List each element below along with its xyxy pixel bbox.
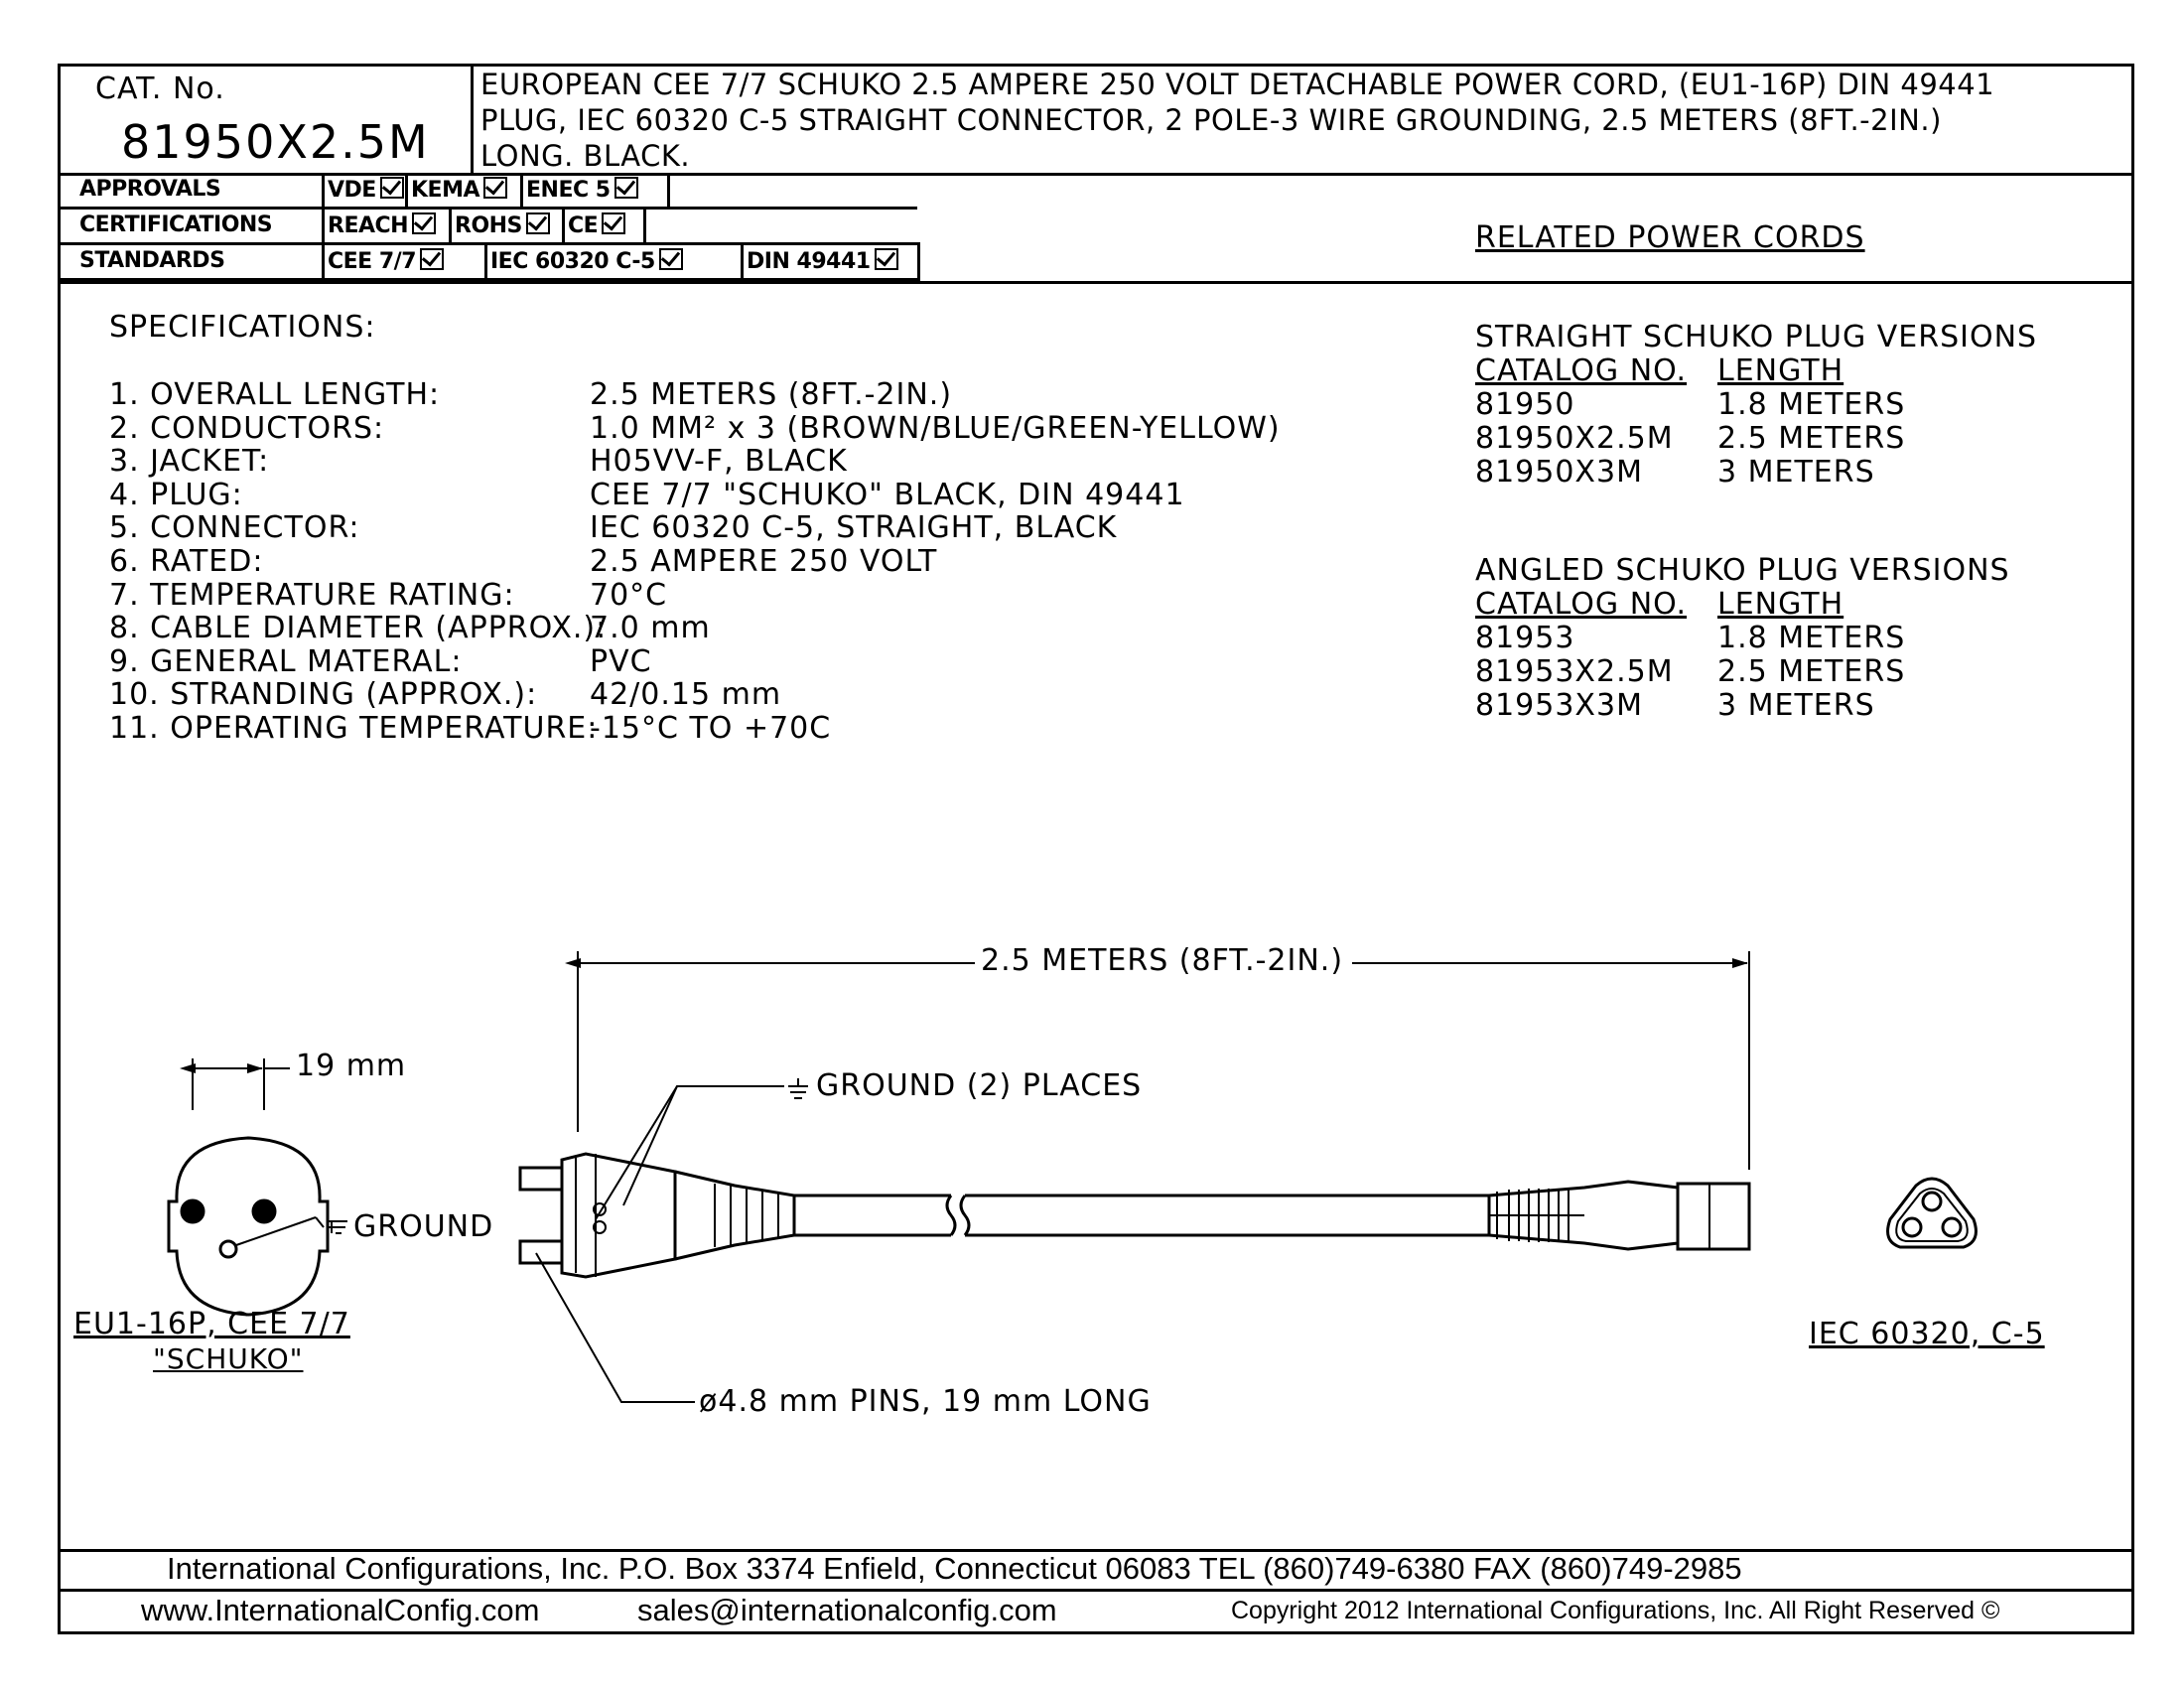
website-link[interactable]: www.InternationalConfig.com: [141, 1593, 540, 1627]
checkbox-icon: [412, 212, 437, 234]
related-col-length: LENGTH: [1717, 353, 1844, 388]
description-line-1: EUROPEAN CEE 7/7 SCHUKO 2.5 AMPERE 250 V…: [480, 68, 1995, 101]
spec-label: 5. CONNECTOR:: [109, 510, 360, 545]
ground-icon: [328, 1220, 347, 1234]
leader-lines: [535, 1085, 784, 1403]
plug-caption-1: EU1-16P, CEE 7/7: [73, 1307, 350, 1341]
std-din: DIN 49441: [747, 248, 898, 274]
related-col-catalog: CATALOG NO.: [1475, 586, 1688, 622]
spec-value: 2.5 METERS (8FT.-2IN.): [590, 377, 953, 412]
cert-ce: CE: [568, 212, 626, 238]
spec-value: 1.0 MM² x 3 (BROWN/BLUE/GREEN-YELLOW): [590, 411, 1281, 446]
spec-label: 2. CONDUCTORS:: [109, 411, 385, 446]
approval-enec: ENEC 5: [526, 177, 638, 203]
drawing-sheet: [58, 64, 2134, 1634]
footer-divider-2: [58, 1589, 2134, 1592]
c5-connector-face: [1886, 1177, 1978, 1249]
related-length: 2.5 METERS: [1717, 421, 1906, 456]
spec-label: 11. OPERATING TEMPERATURE:: [109, 711, 599, 746]
related-catalog-no: 81950X2.5M: [1475, 421, 1674, 456]
specs-title: SPECIFICATIONS:: [109, 310, 376, 345]
ground-places-icon: [788, 1078, 808, 1099]
description-line-2: PLUG, IEC 60320 C-5 STRAIGHT CONNECTOR, …: [480, 103, 1942, 137]
plug-caption-2: "SCHUKO": [153, 1342, 304, 1375]
spec-label: 3. JACKET:: [109, 444, 270, 479]
checkbox-icon: [525, 212, 550, 234]
connector-caption: IEC 60320, C-5: [1809, 1317, 2045, 1351]
schuko-plug-face: [167, 1058, 330, 1317]
spec-label: 1. OVERALL LENGTH:: [109, 377, 441, 412]
cert-reach: REACH: [328, 212, 437, 238]
related-catalog-no: 81953X2.5M: [1475, 653, 1674, 689]
related-length: 3 METERS: [1717, 455, 1875, 490]
spec-value: 42/0.15 mm: [590, 677, 782, 712]
spec-label: 8. CABLE DIAMETER (APPROX.):: [109, 611, 608, 645]
compliance-bottom-rule: [58, 281, 2134, 284]
related-length: 3 METERS: [1717, 687, 1875, 723]
ground-label: GROUND: [353, 1209, 494, 1244]
length-label: 2.5 METERS (8FT.-2IN.): [977, 943, 1348, 978]
related-group-heading: ANGLED SCHUKO PLUG VERSIONS: [1475, 552, 2010, 588]
related-catalog-no: 81953X3M: [1475, 687, 1643, 723]
schuko-plug-side: [518, 1152, 796, 1279]
footer-divider: [58, 1549, 2134, 1552]
spec-value: 2.5 AMPERE 250 VOLT: [590, 544, 938, 579]
spec-value: -15°C TO +70C: [590, 711, 832, 746]
spec-value: H05VV-F, BLACK: [590, 444, 848, 479]
certifications-label: CERTIFICATIONS: [79, 212, 273, 237]
related-title: RELATED POWER CORDS: [1475, 220, 1865, 255]
approvals-label: APPROVALS: [79, 177, 221, 202]
related-length: 2.5 METERS: [1717, 653, 1906, 689]
spec-value: IEC 60320 C-5, STRAIGHT, BLACK: [590, 510, 1118, 545]
spec-label: 9. GENERAL MATERAL:: [109, 644, 463, 679]
related-length: 1.8 METERS: [1717, 387, 1906, 422]
checkbox-icon: [602, 212, 626, 234]
compliance-table: APPROVALS CERTIFICATIONS STANDARDS VDE K…: [58, 173, 920, 284]
spec-value: CEE 7/7 "SCHUKO" BLACK, DIN 49441: [590, 478, 1185, 512]
c5-connector-side: [1487, 1180, 1751, 1251]
checkbox-icon: [483, 177, 507, 199]
related-group-heading: STRAIGHT SCHUKO PLUG VERSIONS: [1475, 320, 2038, 354]
standards-label: STANDARDS: [79, 248, 225, 273]
pins-label: ø4.8 mm PINS, 19 mm LONG: [699, 1384, 1152, 1419]
cat-label: CAT. No.: [95, 71, 225, 106]
related-catalog-no: 81950X3M: [1475, 455, 1643, 490]
related-catalog-no: 81953: [1475, 620, 1575, 655]
checkbox-icon: [614, 177, 638, 199]
spec-label: 7. TEMPERATURE RATING:: [109, 578, 515, 613]
spec-label: 10. STRANDING (APPROX.):: [109, 677, 538, 712]
cord-drawing: [167, 951, 1978, 1403]
related-col-length: LENGTH: [1717, 586, 1844, 622]
spec-label: 6. RATED:: [109, 544, 264, 579]
related-col-catalog: CATALOG NO.: [1475, 353, 1688, 388]
approval-vde: VDE: [328, 177, 404, 203]
spec-value: PVC: [590, 644, 652, 679]
approval-kema: KEMA: [411, 177, 507, 203]
cat-number: 81950X2.5M: [121, 115, 430, 169]
description-line-3: LONG. BLACK.: [480, 139, 691, 173]
copyright: Copyright 2012 International Configurati…: [1231, 1597, 2000, 1624]
ground-places-label: GROUND (2) PLACES: [816, 1068, 1143, 1103]
spec-value: 7.0 mm: [590, 611, 711, 645]
checkbox-icon: [420, 248, 445, 270]
spec-value: 70°C: [590, 578, 668, 613]
std-cee: CEE 7/7: [328, 248, 445, 274]
header-col-divider: [471, 64, 474, 175]
cert-rohs: ROHS: [455, 212, 550, 238]
checkbox-icon: [379, 177, 404, 199]
company-info: International Configurations, Inc. P.O. …: [167, 1551, 1742, 1586]
email-link[interactable]: sales@internationalconfig.com: [637, 1593, 1057, 1627]
header-divider: [58, 173, 2134, 176]
related-length: 1.8 METERS: [1717, 620, 1906, 655]
checkbox-icon: [658, 248, 683, 270]
spec-label: 4. PLUG:: [109, 478, 243, 512]
related-catalog-no: 81950: [1475, 387, 1575, 422]
pin-spacing-label: 19 mm: [296, 1049, 407, 1083]
checkbox-icon: [874, 248, 898, 270]
length-dimension: [565, 951, 1750, 1170]
cable: [794, 1194, 1489, 1237]
std-iec: IEC 60320 C-5: [490, 248, 683, 274]
